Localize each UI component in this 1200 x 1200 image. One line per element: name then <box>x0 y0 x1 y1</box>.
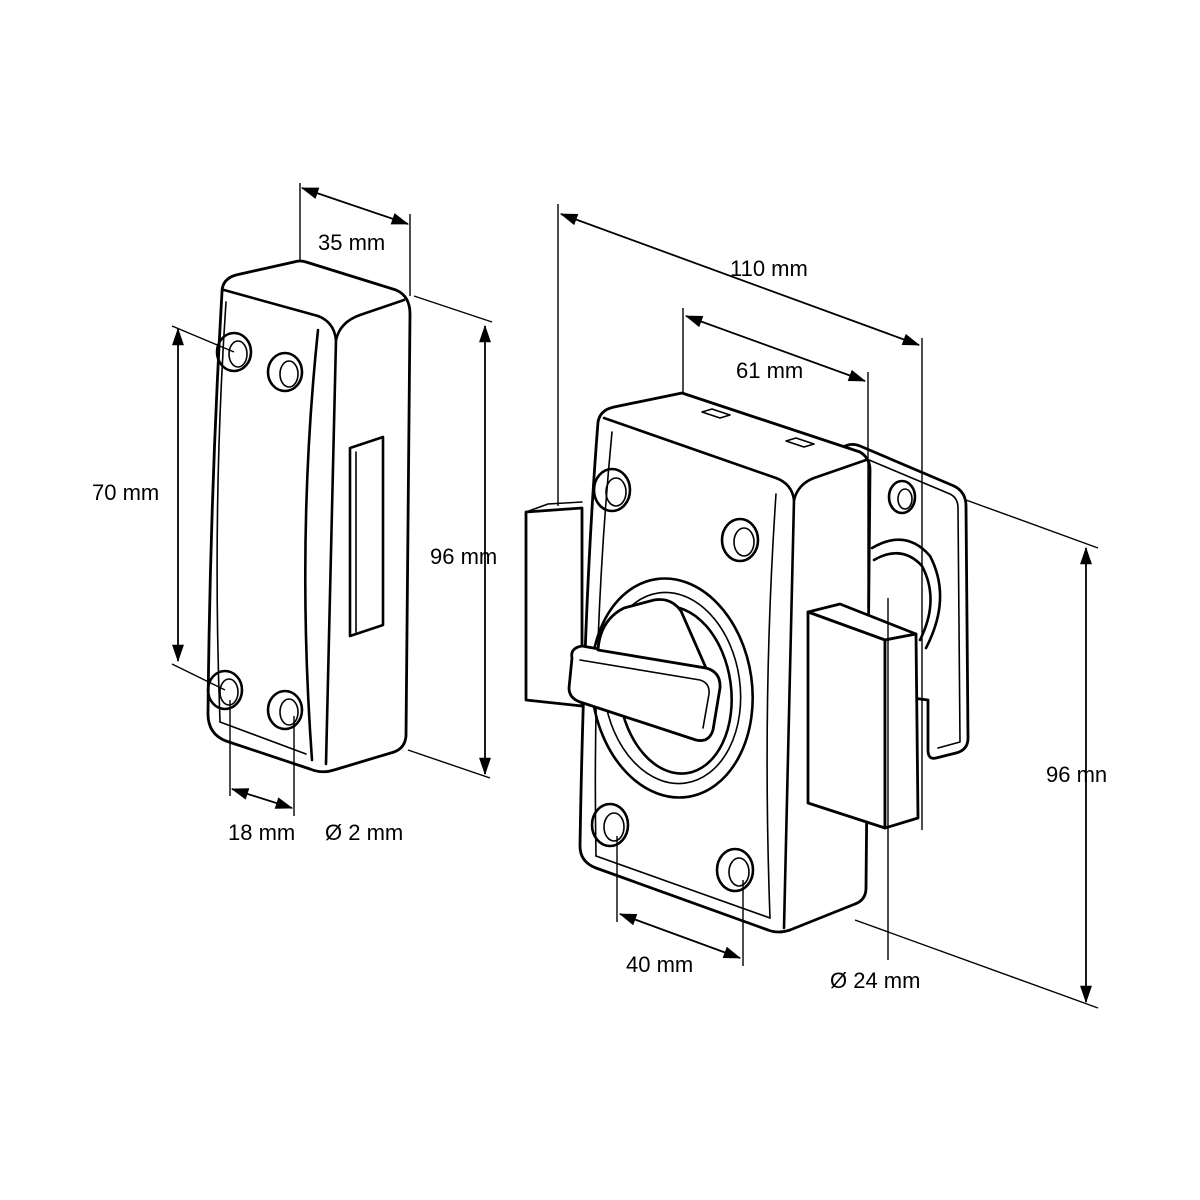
ext-line-96-right-bottom <box>854 919 1099 1009</box>
ext-line-70-bottom <box>171 663 226 691</box>
strike-box-front-bevel-right <box>303 328 320 762</box>
hole-rim <box>592 467 632 513</box>
ext-line-96-bottom <box>407 749 491 779</box>
strike-screw-hole-bottom-left <box>206 669 244 711</box>
strike-screw-hole-top-left <box>215 331 253 373</box>
hole-bore <box>279 360 299 388</box>
lock-screw-hole-top-left <box>592 467 632 513</box>
lever-fin <box>596 598 708 670</box>
lock-case-top-side-edge <box>792 458 868 502</box>
bolt-front-face <box>806 610 887 830</box>
hole-rim <box>266 689 304 731</box>
lock-body <box>524 391 970 934</box>
strike-box-corner-edge <box>324 338 338 766</box>
hole-bore <box>733 527 755 557</box>
lock-screw-hole-bottom-right <box>715 847 755 893</box>
dim-arrow-40 <box>618 913 742 959</box>
lock-case-front-bevel-bottom <box>595 855 771 919</box>
strike-screw-hole-bottom-right <box>266 689 304 731</box>
hole-bore <box>279 698 299 726</box>
lever-bar-inner <box>579 659 710 729</box>
strike-screw-hole-top-right <box>266 351 304 393</box>
dim-arrow-61 <box>684 315 867 382</box>
dim-label-lock-height: 96 mn <box>1046 762 1107 787</box>
lever-bar <box>567 644 722 742</box>
lock-bolt <box>806 602 920 830</box>
hole-bore <box>219 678 239 706</box>
dim-label-lock-hole-spacing: 40 mm <box>626 952 693 977</box>
dim-arrow-35 <box>300 187 410 225</box>
hole-bore <box>897 488 913 510</box>
dim-arrow-18 <box>230 788 294 809</box>
cylinder-flange-plate-inner <box>849 451 961 749</box>
ext-line-96-top <box>413 295 493 323</box>
lock-case-front-bevel-right <box>766 493 777 919</box>
strike-box-front-bevel-left <box>216 301 227 723</box>
lock-rear-housing <box>524 506 584 708</box>
lock-dimensions: 110 mm 61 mm 96 mn 40 mm Ø 24 mm <box>557 204 1107 1009</box>
strike-box-bolt-slot <box>348 435 385 638</box>
hole-rim <box>720 517 760 563</box>
thumb-turn-lever <box>567 598 722 742</box>
flange-screw-hole <box>887 479 917 515</box>
hole-rim <box>215 331 253 373</box>
lock-screw-hole-top-right <box>720 517 760 563</box>
lock-top-slot-left <box>701 408 731 419</box>
dim-label-overall-width: 110 mm <box>730 256 808 281</box>
dim-label-hole-spacing-horizontal: 18 mm <box>228 820 295 845</box>
ext-line-96-right-top <box>965 499 1099 549</box>
hole-bore <box>605 477 627 507</box>
strike-box-top-side-edge <box>334 298 406 342</box>
dim-label-hole-spacing-vertical: 70 mm <box>92 480 159 505</box>
hole-rim <box>266 351 304 393</box>
lock-screw-hole-bottom-left <box>590 802 630 848</box>
lock-case-top-front-edge <box>602 416 796 502</box>
lock-rear-housing-top <box>525 501 583 513</box>
dim-label-cylinder-diameter: Ø 24 mm <box>830 968 920 993</box>
strike-dimensions: 35 mm 96 mm 70 mm 18 mm Ø 2 mm <box>92 183 497 845</box>
strike-box-top-front-edge <box>222 288 338 342</box>
dim-label-strike-width: 35 mm <box>318 230 385 255</box>
cylinder-ring <box>870 538 942 650</box>
hole-bore <box>603 812 625 842</box>
hole-bore <box>728 857 750 887</box>
lock-top-slot-right <box>785 437 815 448</box>
hole-rim <box>206 669 244 711</box>
hole-rim <box>887 479 917 515</box>
hole-rim <box>715 847 755 893</box>
bolt-side-face <box>883 632 920 830</box>
hole-bore <box>228 340 248 368</box>
strike-box-outline <box>206 259 412 774</box>
hole-rim <box>590 802 630 848</box>
dim-label-hole-diameter: Ø 2 mm <box>325 820 403 845</box>
dim-label-strike-height: 96 mm <box>430 544 497 569</box>
dim-label-body-depth: 61 mm <box>736 358 803 383</box>
lock-case-corner-edge <box>782 498 796 930</box>
strike-box-front-bevel-bottom <box>219 721 307 755</box>
strike-box <box>206 259 412 774</box>
